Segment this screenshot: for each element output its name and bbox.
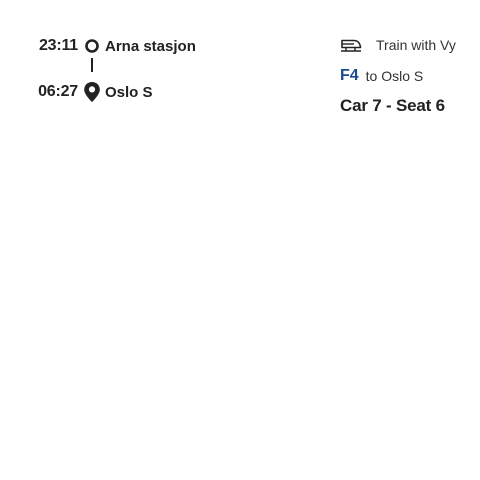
arrival-row: 06:27 Oslo S <box>30 80 153 104</box>
location-pin-icon <box>80 80 104 104</box>
arrival-time: 06:27 <box>38 83 78 100</box>
trip-details: Train with Vy F4 to Oslo S Car 7 - Seat … <box>340 30 475 116</box>
train-icon <box>340 36 362 54</box>
line-row: F4 to Oslo S <box>340 61 475 91</box>
arrival-stop-name: Oslo S <box>105 83 153 101</box>
departure-row: 23:11 Arna stasjon <box>30 34 196 58</box>
departure-time: 23:11 <box>38 37 78 54</box>
origin-circle-icon <box>80 34 104 58</box>
line-destination: to Oslo S <box>365 68 424 84</box>
operator-label: Train with Vy <box>376 37 456 53</box>
line-code: F4 <box>340 67 359 84</box>
operator-row: Train with Vy <box>340 30 475 60</box>
journey-leg-card: 23:11 Arna stasjon 06:27 Oslo S <box>0 0 480 130</box>
seat-info: Car 7 - Seat 6 <box>340 96 445 115</box>
departure-stop-name: Arna stasjon <box>105 37 196 55</box>
timeline-connector <box>91 58 93 72</box>
leg-timeline: 23:11 Arna stasjon 06:27 Oslo S <box>30 30 230 110</box>
